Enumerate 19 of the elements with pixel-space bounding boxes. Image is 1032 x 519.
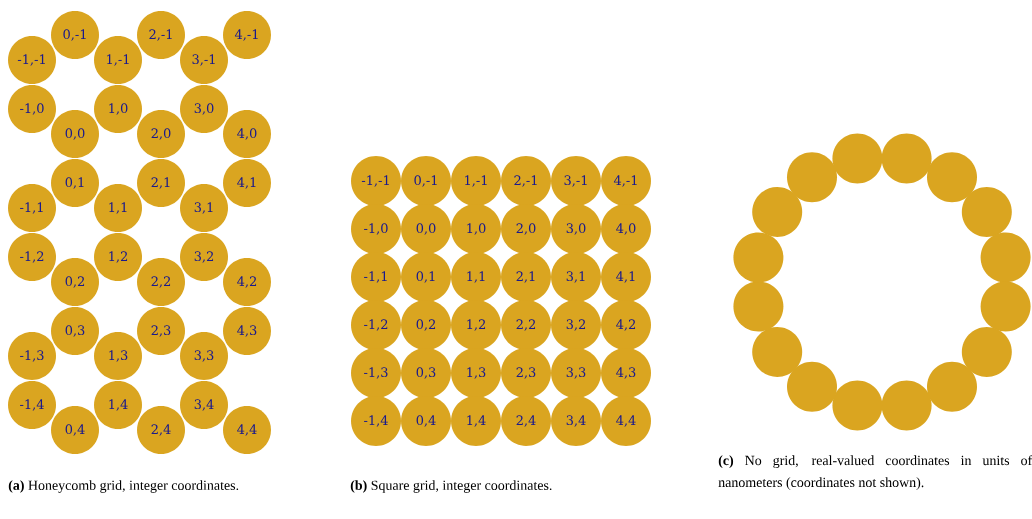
circle <box>881 380 932 431</box>
circle <box>733 281 784 332</box>
caption: (a) Honeycomb grid, integer coordinates. <box>8 480 239 493</box>
caption: (b) Square grid, integer coordinates. <box>350 480 552 493</box>
circle <box>927 361 977 412</box>
circle <box>980 232 1031 283</box>
caption: (c) No grid, real-valued coordinates in units of nanometers (coordinates not shown). <box>718 455 1032 490</box>
circle <box>980 281 1031 332</box>
circle <box>881 133 932 184</box>
circle <box>961 327 1012 377</box>
circle <box>752 327 803 377</box>
circle <box>961 187 1012 237</box>
circle <box>832 380 883 431</box>
circle <box>752 187 803 237</box>
circle <box>787 361 837 412</box>
circle <box>787 152 837 203</box>
circle <box>832 133 883 184</box>
circle <box>927 152 977 203</box>
circle <box>733 232 784 283</box>
